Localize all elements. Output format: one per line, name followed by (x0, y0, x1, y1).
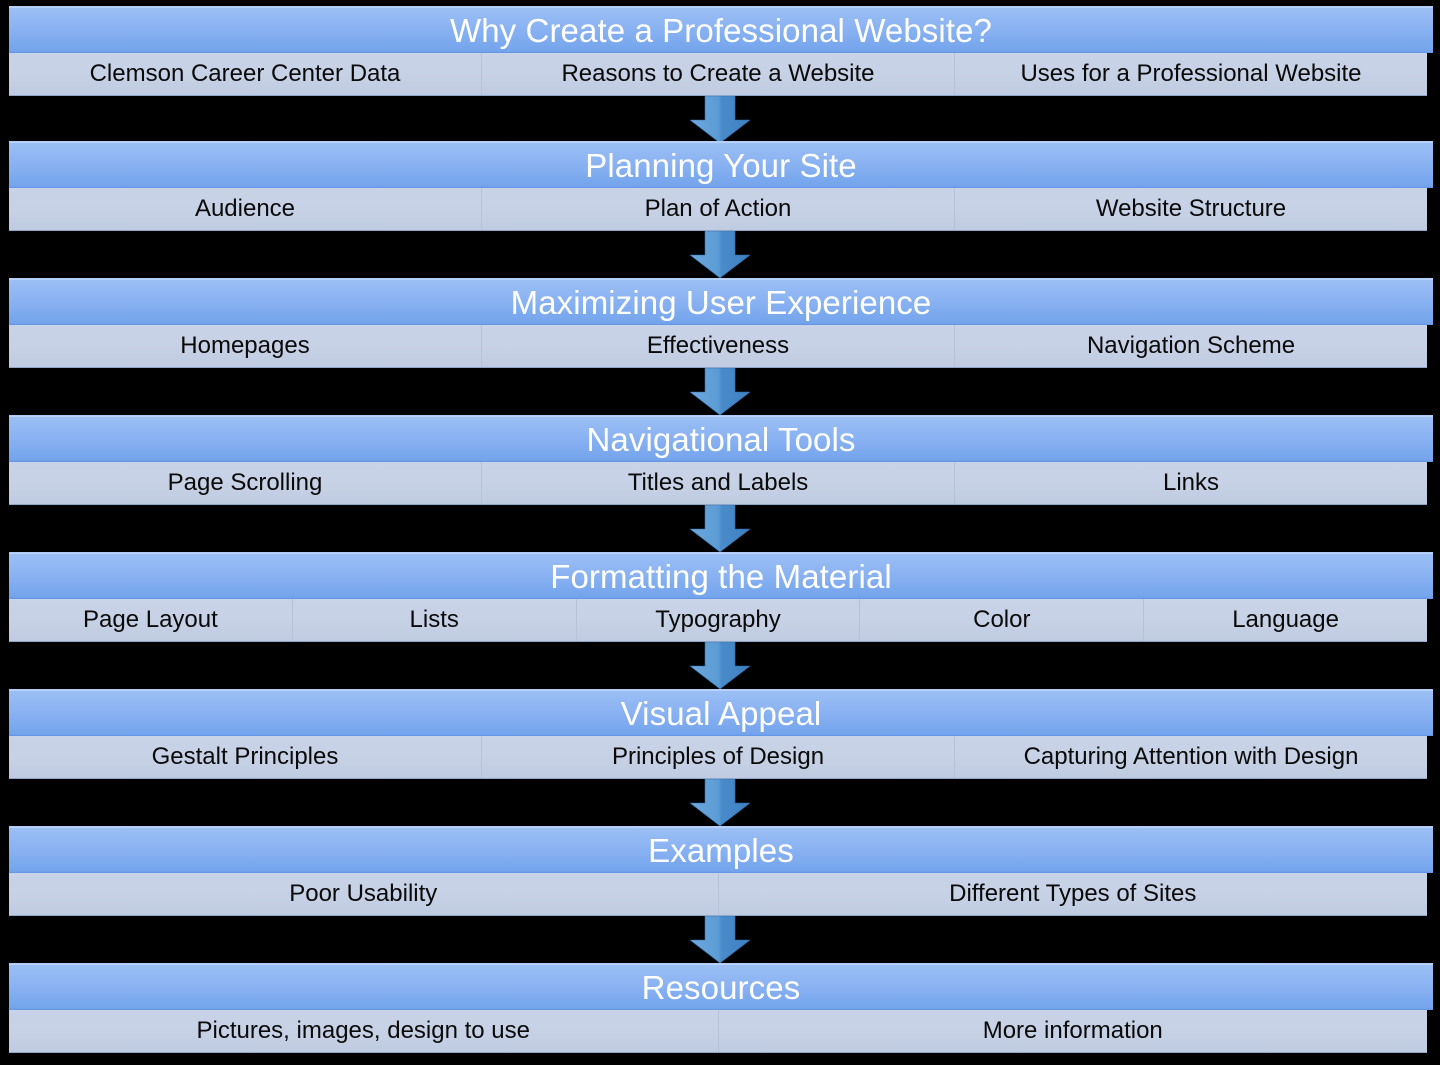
section-subitem[interactable]: Poor Usability (9, 873, 719, 915)
section-title: Formatting the Material (550, 558, 892, 595)
section-subitem[interactable]: Typography (577, 599, 861, 641)
section-title: Visual Appeal (620, 695, 822, 732)
down-arrow-icon (690, 916, 750, 963)
section-subitems: Pictures, images, design to use More info… (9, 1010, 1427, 1053)
down-arrow-icon (690, 779, 750, 826)
section-subitem[interactable]: Links (1162, 469, 1220, 496)
section-subitem[interactable]: Reasons to Create a Website (482, 53, 955, 95)
section-subitem[interactable]: Pictures, images, design to use (9, 1010, 719, 1052)
down-arrow-icon (690, 96, 750, 143)
section-header[interactable]: Maximizing User Experience (9, 278, 1433, 325)
section-subitem[interactable]: Uses for a Professional Website (1020, 60, 1362, 87)
section-subitem[interactable]: Lists (293, 599, 577, 641)
section-subitem[interactable]: More information (982, 1017, 1163, 1044)
section-subitem[interactable]: Different Types of Sites (949, 880, 1197, 907)
flow-section: Why Create a Professional Website? Clemso… (9, 6, 1433, 96)
section-title: Navigational Tools (586, 421, 856, 458)
section-subitem[interactable]: Plan of Action (482, 188, 955, 230)
down-arrow-icon (690, 368, 750, 415)
section-subitem[interactable]: Principles of Design (482, 736, 955, 778)
section-subitems: Poor Usability Different Types of Sites (9, 873, 1427, 916)
down-arrow-icon (690, 642, 750, 689)
section-subitem[interactable]: Gestalt Principles (9, 736, 482, 778)
section-header[interactable]: Visual Appeal (9, 689, 1433, 736)
section-header[interactable]: Planning Your Site (9, 141, 1433, 188)
section-title: Examples (648, 832, 794, 869)
section-header[interactable]: Resources (9, 963, 1433, 1010)
section-subitem[interactable]: Homepages (9, 325, 482, 367)
section-title: Planning Your Site (585, 147, 857, 184)
section-subitem[interactable]: Clemson Career Center Data (9, 53, 482, 95)
section-header[interactable]: Why Create a Professional Website? (9, 6, 1433, 53)
section-header[interactable]: Navigational Tools (9, 415, 1433, 462)
section-title: Why Create a Professional Website? (449, 12, 993, 49)
down-arrow-icon (690, 231, 750, 278)
section-title: Maximizing User Experience (510, 284, 932, 321)
section-subitem[interactable]: Audience (9, 188, 482, 230)
section-subitem[interactable]: Color (860, 599, 1145, 641)
down-arrow-icon (690, 505, 750, 552)
section-subitem[interactable]: Navigation Scheme (1086, 332, 1296, 359)
section-subitem[interactable]: Page Scrolling (9, 462, 482, 504)
section-title: Resources (641, 969, 801, 1006)
section-subitem[interactable]: Language (1232, 606, 1339, 633)
section-header[interactable]: Formatting the Material (9, 552, 1433, 599)
section-subitem[interactable]: Effectiveness (482, 325, 955, 367)
section-header[interactable]: Examples (9, 826, 1433, 873)
section-subitem[interactable]: Titles and Labels (482, 462, 955, 504)
section-subitem[interactable]: Capturing Attention with Design (1023, 743, 1359, 770)
section-subitem[interactable]: Website Structure (1095, 195, 1287, 222)
section-subitem[interactable]: Page Layout (9, 599, 293, 641)
